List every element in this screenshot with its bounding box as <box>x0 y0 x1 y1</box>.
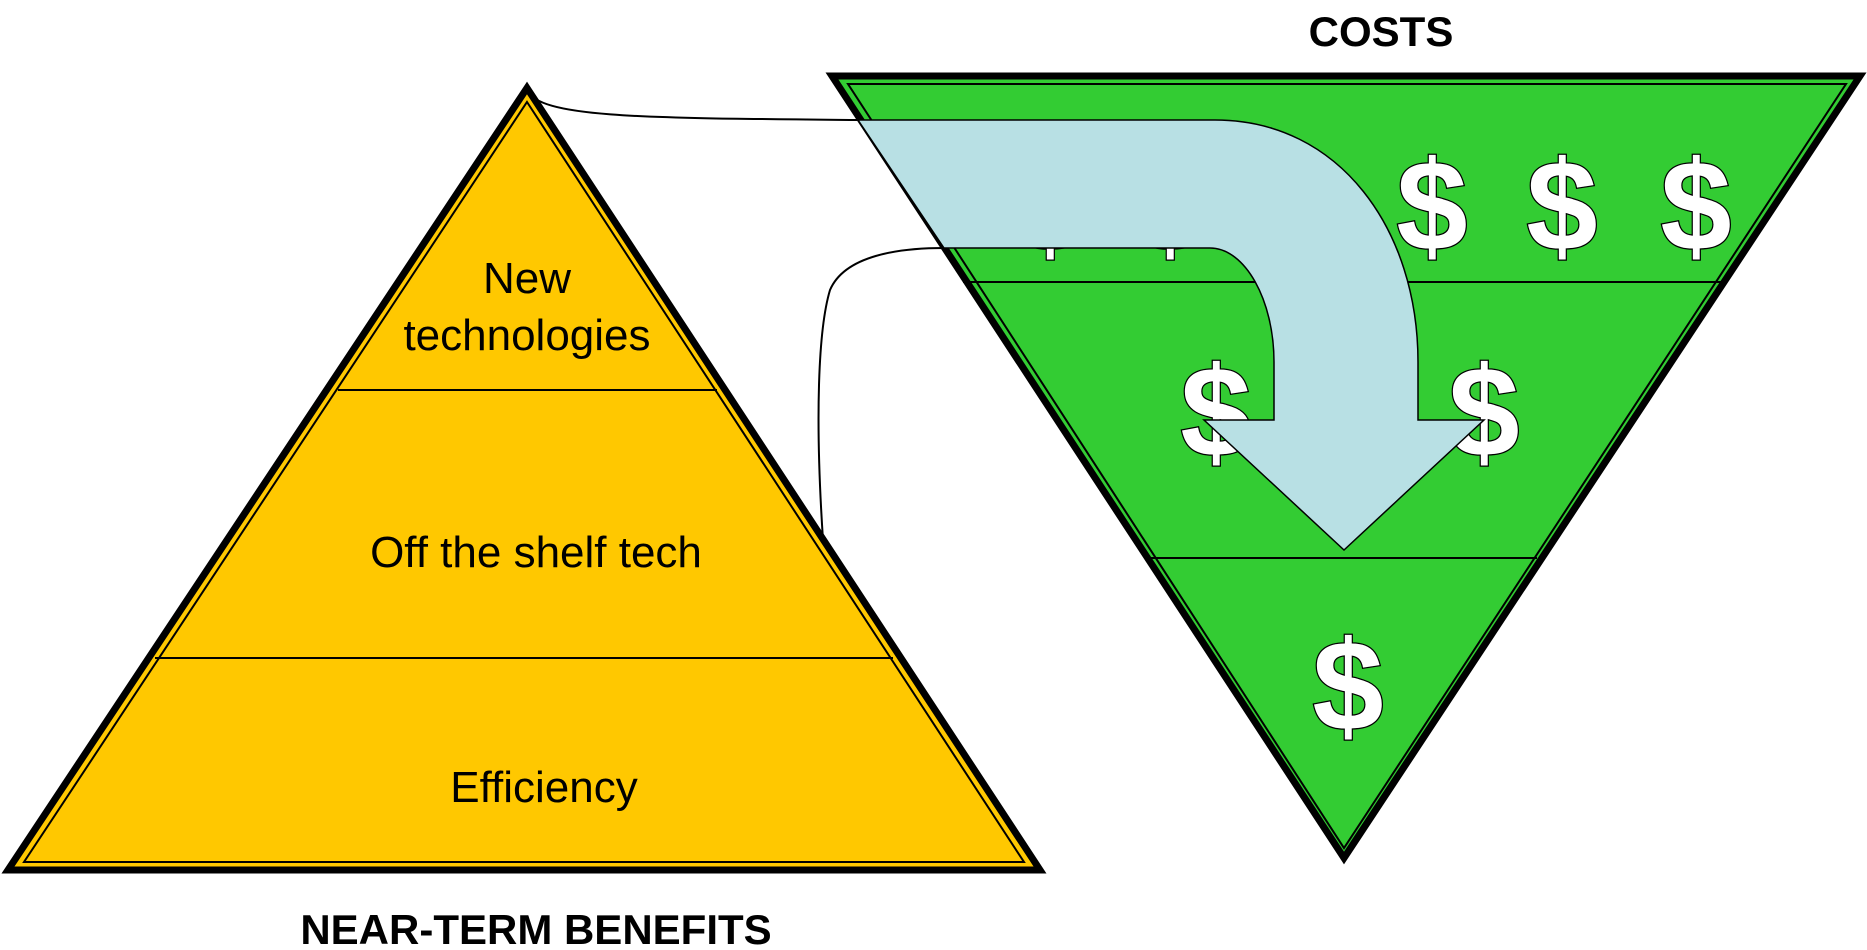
benefit-tier-label: Efficiency <box>450 763 638 812</box>
costs-title: COSTS <box>1309 8 1454 55</box>
dollar-icon: $ <box>1526 135 1597 278</box>
dollar-icon: $ <box>1312 615 1383 758</box>
connector-line <box>817 247 945 541</box>
dollar-icon: $ <box>1180 341 1251 484</box>
benefits-pyramid-shape <box>1 81 1047 874</box>
dollar-icon: $ <box>1396 135 1467 278</box>
costs-funnel-inner-border <box>846 83 1848 850</box>
benefit-tier-label: technologies <box>403 311 650 360</box>
benefit-tier-label: Off the shelf tech <box>370 528 702 577</box>
benefits-title: NEAR-TERM BENEFITS <box>300 906 771 950</box>
dollar-icon: $ <box>1448 341 1519 484</box>
connector-line <box>526 89 859 121</box>
curved-arrow-down-icon <box>856 119 1486 552</box>
benefits-pyramid-inner-border <box>22 100 1026 863</box>
benefits-pyramid <box>1 81 1047 874</box>
benefit-tier-label: New <box>483 254 571 303</box>
dollar-icon: $ <box>1660 135 1731 278</box>
